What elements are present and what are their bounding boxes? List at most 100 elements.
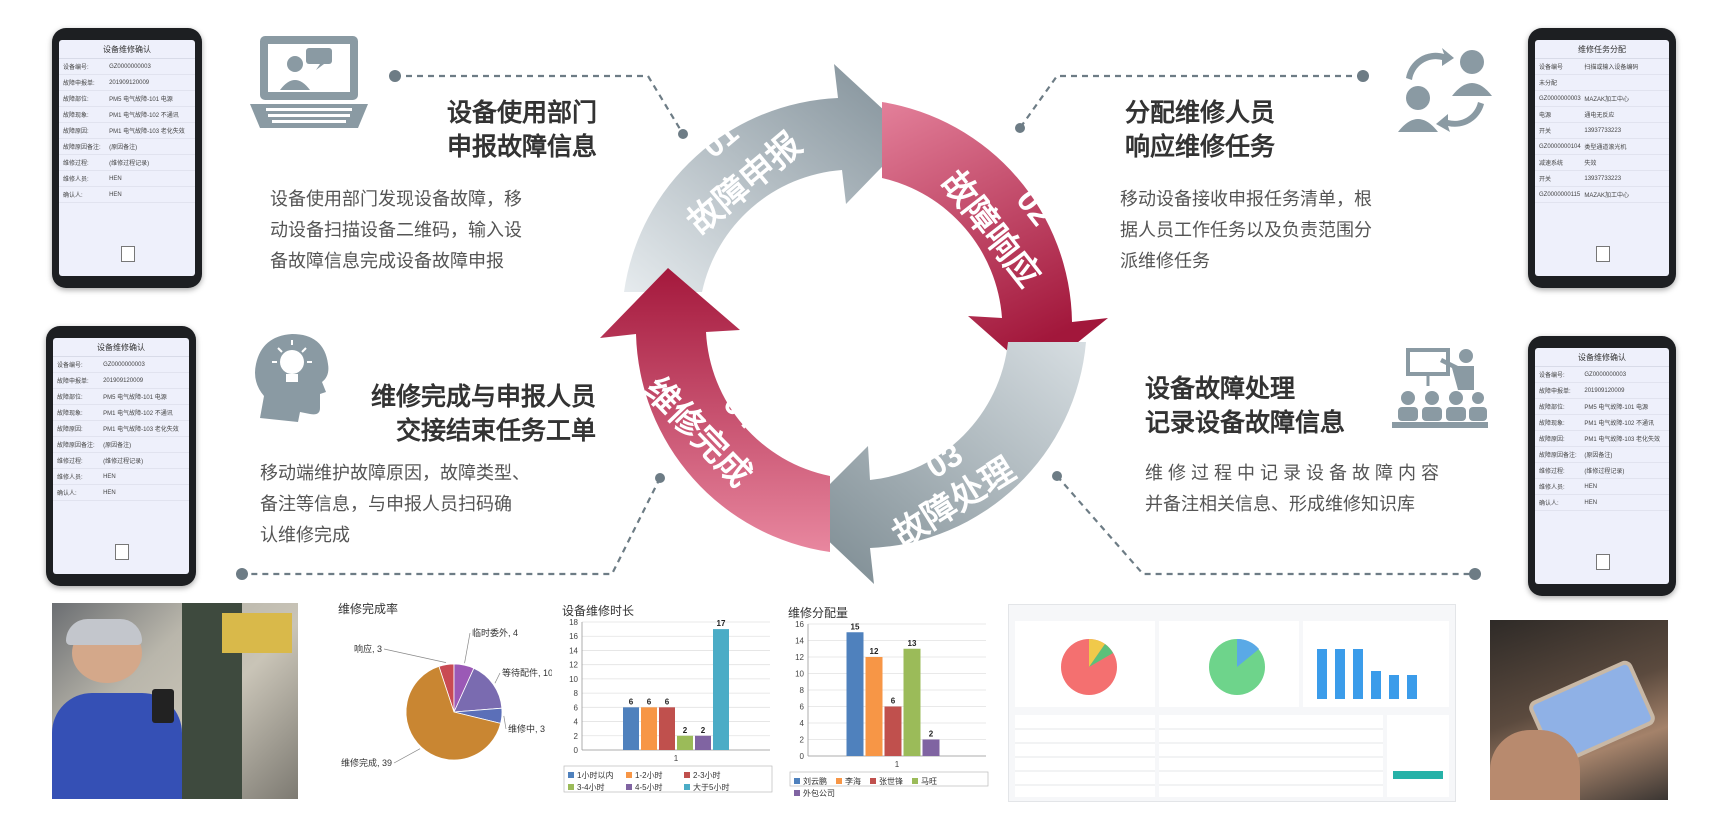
phone-form-label: 开关 <box>1539 177 1552 183</box>
phone-form-value: PM1 电气故障-102 不通讯 <box>103 411 173 417</box>
block1-description: 设备使用部门发现设备故障，移 动设备扫描设备二维码，输入设 备故障信息完成设备故… <box>270 184 610 277</box>
phone-form-row[interactable]: 故障原因备注:(原因备注) <box>1535 447 1669 463</box>
y-tick-label: 0 <box>574 746 579 755</box>
submit-icon[interactable] <box>1596 554 1610 570</box>
legend-swatch <box>684 784 690 790</box>
phone-form-label: 设备编号 <box>1539 65 1564 71</box>
phone-form-row[interactable]: 维修过程:(维修过程记录) <box>59 155 195 171</box>
bar-4 <box>922 739 940 756</box>
phone-form-label: 故障申报单: <box>63 81 95 87</box>
phone-form-value: (维修过程记录) <box>1584 469 1625 475</box>
phone-form-row[interactable]: 故障原因备注:(原因备注) <box>53 437 189 453</box>
phone-form-value: PM5 电气故障-101 电源 <box>103 395 167 401</box>
presentation-icon <box>1392 348 1488 428</box>
block4-description: 维 修 过 程 中 记 录 设 备 故 障 内 容 并备注相关信息、形成维修知识… <box>1145 458 1495 520</box>
bar-value-label: 6 <box>629 697 634 706</box>
phone-form-row[interactable]: 故障申报单:201909120009 <box>1535 383 1669 399</box>
phone-form-row[interactable]: 故障申报单: 201909120009 <box>53 373 189 389</box>
phone-form-label: GZ0000000003 <box>1539 95 1581 102</box>
phone-form-row[interactable]: 故障部位:PM5 电气故障-101 电源 <box>53 389 189 405</box>
pie-leader-line <box>503 715 507 730</box>
block2-desc-line3: 派维修任务 <box>1120 251 1210 271</box>
bar-value-label: 2 <box>929 730 934 739</box>
phone-form-label: 故障部位: <box>1539 405 1565 411</box>
legend-label: 李海 <box>845 776 861 786</box>
phone-form-row[interactable]: 未分配 <box>1535 75 1669 91</box>
phone-form-row[interactable]: 维修过程:(维修过程记录) <box>53 453 189 469</box>
phone-form-value: 201909120009 <box>103 377 144 384</box>
phone-form-label: 故障原因备注: <box>63 145 101 151</box>
submit-icon[interactable] <box>121 246 135 262</box>
phone-form-row[interactable]: 设备编号扫描或输入设备编码 <box>1535 59 1669 75</box>
photo-mobile-hand <box>1490 620 1668 800</box>
pie-leader-line <box>393 748 421 764</box>
phone-form-label: 故障原因: <box>63 129 89 135</box>
phone-form-label: 故障现象: <box>63 113 89 119</box>
phone-form-row[interactable]: 维修过程:(维修过程记录) <box>1535 463 1669 479</box>
phone-form-row[interactable]: 故障现象:PM1 电气故障-102 不通讯 <box>59 107 195 123</box>
phone-form-row[interactable]: 故障原因:PM1 电气故障-103 老化失效 <box>59 123 195 139</box>
block3-description: 移动端维护故障原因，故障类型、 备注等信息，与申报人员扫码确 认维修完成 <box>260 458 610 551</box>
bar-3 <box>903 648 921 756</box>
phone-form-value: GZ0000000003 <box>103 361 145 368</box>
pie-label: 临时委外, 4 <box>472 627 518 638</box>
phone-form-row[interactable]: 故障现象:PM1 电气故障-102 不通讯 <box>1535 415 1669 431</box>
block3-desc-line2: 备注等信息，与申报人员扫码确 <box>260 494 512 514</box>
block3-desc-line3: 认维修完成 <box>260 525 350 545</box>
phone-form-row[interactable]: 故障部位:PM5 电气故障-101 电源 <box>59 91 195 107</box>
phone-form-label: 维修人员: <box>1539 485 1565 491</box>
phone-form-label: 故障申报单: <box>57 379 89 385</box>
phone-report-title: 设备维修确认 <box>59 40 195 59</box>
phone-form-row[interactable]: 电源通电无反应 <box>1535 107 1669 123</box>
phone-form-row[interactable]: 确认人:HEN <box>53 485 189 501</box>
phone-form-row[interactable]: 故障部位:PM5 电气故障-101 电源 <box>1535 399 1669 415</box>
phone-form-row[interactable]: 故障申报单:201909120009 <box>59 75 195 91</box>
legend-label: 1小时以内 <box>577 770 613 780</box>
phone-form-row[interactable]: 确认人:HEN <box>59 187 195 203</box>
phone-form-label: 确认人: <box>1539 501 1559 507</box>
phone-form-label: 确认人: <box>63 193 83 199</box>
phone-form-row[interactable]: 确认人:HEN <box>1535 495 1669 511</box>
legend-swatch <box>912 778 918 784</box>
bar-chart-allocation-title: 维修分配量 <box>788 606 849 620</box>
legend-swatch <box>626 784 632 790</box>
bar-4 <box>695 735 711 750</box>
phone-form-row[interactable]: 故障现象:PM1 电气故障-102 不通讯 <box>53 405 189 421</box>
phone-form-row[interactable]: 维修人员:HEN <box>1535 479 1669 495</box>
legend-label: 外包公司 <box>803 788 835 798</box>
arrow-02 <box>882 102 1108 376</box>
phone-form-row[interactable]: 设备编号:GZ0000000003 <box>1535 367 1669 383</box>
bar-value-label: 2 <box>701 726 706 735</box>
bar-0 <box>623 707 639 750</box>
phone-form-row[interactable]: 维修人员:HEN <box>53 469 189 485</box>
pie-label: 响应, 3 <box>354 643 382 654</box>
phone-form-row[interactable]: 故障原因备注:(原因备注) <box>59 139 195 155</box>
bar-chart-duration-title: 设备维修时长 <box>562 604 635 618</box>
phone-form-row[interactable]: 设备编号:GZ0000000003 <box>53 357 189 373</box>
legend-label: 3-4小时 <box>577 782 605 792</box>
phone-form-row[interactable]: 减速系统失效 <box>1535 155 1669 171</box>
phone-form-row[interactable]: 设备编号:GZ0000000003 <box>59 59 195 75</box>
phone-assign-title: 维修任务分配 <box>1535 40 1669 59</box>
submit-icon[interactable] <box>1596 246 1610 262</box>
phone-complete-title: 设备维修确认 <box>53 338 189 357</box>
phone-form-row[interactable]: 维修人员:HEN <box>59 171 195 187</box>
y-tick-label: 2 <box>574 732 579 741</box>
phone-form-row[interactable]: 故障原因:PM1 电气故障-103 老化失效 <box>53 421 189 437</box>
phone-form-value: PM1 电气故障-103 老化失效 <box>103 427 179 433</box>
phone-form-value: MAZAK加工中心 <box>1584 193 1630 199</box>
phone-form-label: 设备编号: <box>63 65 89 71</box>
phone-form-label: 故障部位: <box>63 97 89 103</box>
submit-icon[interactable] <box>115 544 129 560</box>
phone-form-row[interactable]: 故障原因:PM1 电气故障-103 老化失效 <box>1535 431 1669 447</box>
phone-form-label: 维修人员: <box>63 177 89 183</box>
